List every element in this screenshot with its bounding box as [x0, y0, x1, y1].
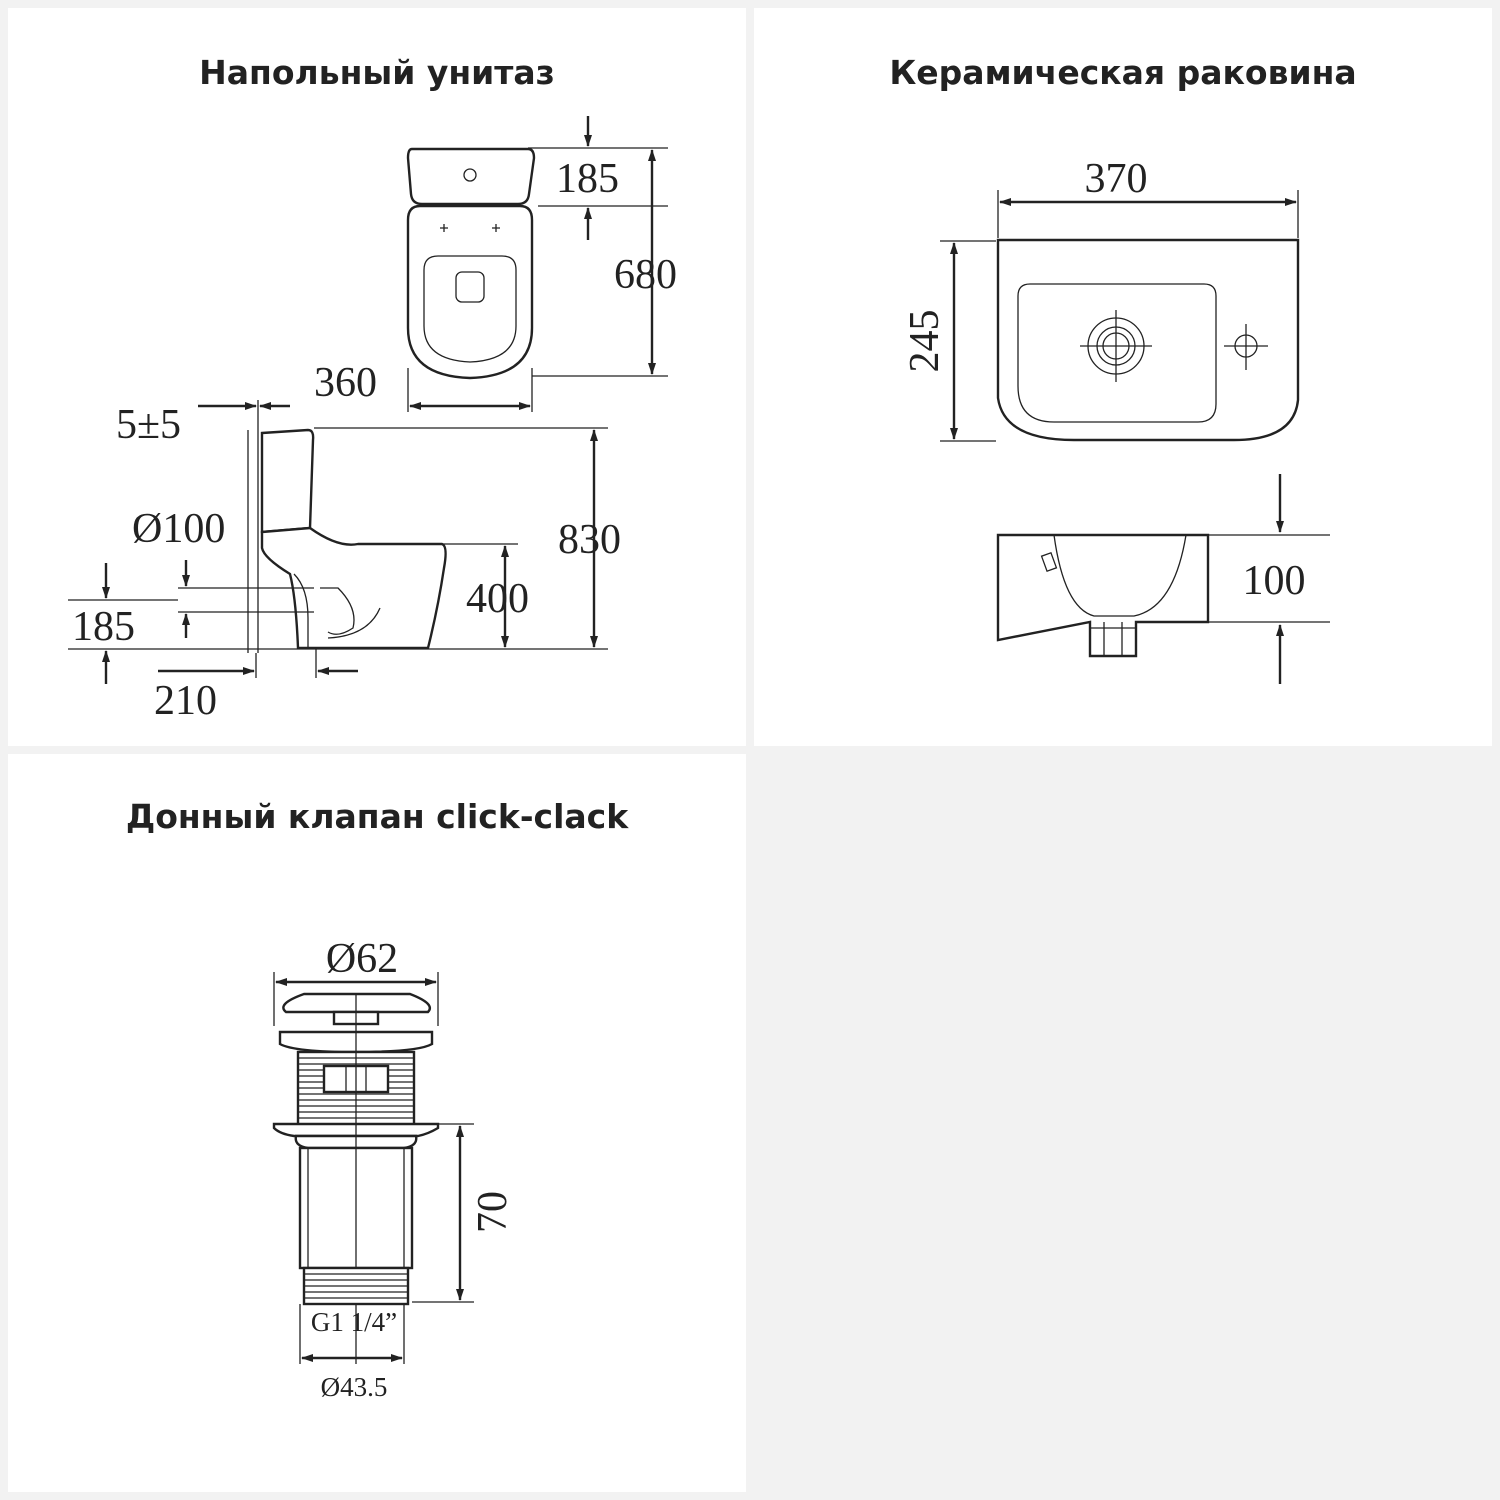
dim-outlet-distance: 210 [154, 678, 217, 724]
basin-drawing: 370 245 100 [902, 156, 1330, 684]
basin-title: Керамическая раковина [889, 53, 1357, 92]
dim-basin-depth: 245 [902, 310, 948, 373]
basin-side-view [996, 533, 1330, 658]
toilet-dimension-labels: 185 680 360 5±5 Ø100 830 400 185 210 [72, 156, 677, 724]
valve-head-dimension [273, 972, 439, 1026]
valve-dimensions [299, 1123, 474, 1364]
dim-head-diameter: Ø62 [326, 936, 398, 982]
dim-valve-length: 70 [470, 1191, 516, 1233]
empty-area [754, 754, 1492, 1492]
basin-dimension-labels: 370 245 100 [902, 156, 1306, 604]
valve-panel: Донный клапан click-clack [8, 754, 746, 1492]
toilet-top-view [406, 147, 536, 380]
basin-panel: Керамическая раковина [754, 8, 1492, 746]
valve-dimension-labels: Ø62 70 G1 1/4” Ø43.5 [311, 936, 516, 1402]
dim-outlet-height: 185 [72, 604, 135, 650]
basin-top-view [996, 238, 1300, 442]
valve-title: Донный клапан click-clack [125, 797, 629, 836]
toilet-title: Напольный унитаз [199, 53, 555, 92]
valve-body [272, 992, 440, 1364]
toilet-drawing: 185 680 360 5±5 Ø100 830 400 185 210 [68, 116, 677, 724]
valve-drawing: Ø62 70 G1 1/4” Ø43.5 [272, 936, 516, 1402]
dim-outlet-diameter: Ø100 [132, 506, 225, 552]
dim-length: 680 [614, 252, 677, 298]
dim-tank-depth: 185 [556, 156, 619, 202]
dim-height: 830 [558, 517, 621, 563]
dim-body-diameter: Ø43.5 [321, 1372, 388, 1402]
toilet-side-view [68, 400, 608, 653]
basin-top-dimensions [940, 190, 1299, 442]
dim-seat-height: 400 [466, 576, 529, 622]
dim-thread: G1 1/4” [311, 1307, 397, 1337]
toilet-side-dimensions [102, 402, 598, 684]
dim-basin-height: 100 [1243, 558, 1306, 604]
lower-thread [304, 1273, 408, 1299]
dim-width: 360 [314, 360, 377, 406]
toilet-panel: Напольный унитаз [8, 8, 746, 746]
dim-basin-width: 370 [1085, 156, 1148, 202]
dim-wall-gap: 5±5 [116, 402, 181, 448]
toilet-top-dimensions [407, 116, 668, 412]
